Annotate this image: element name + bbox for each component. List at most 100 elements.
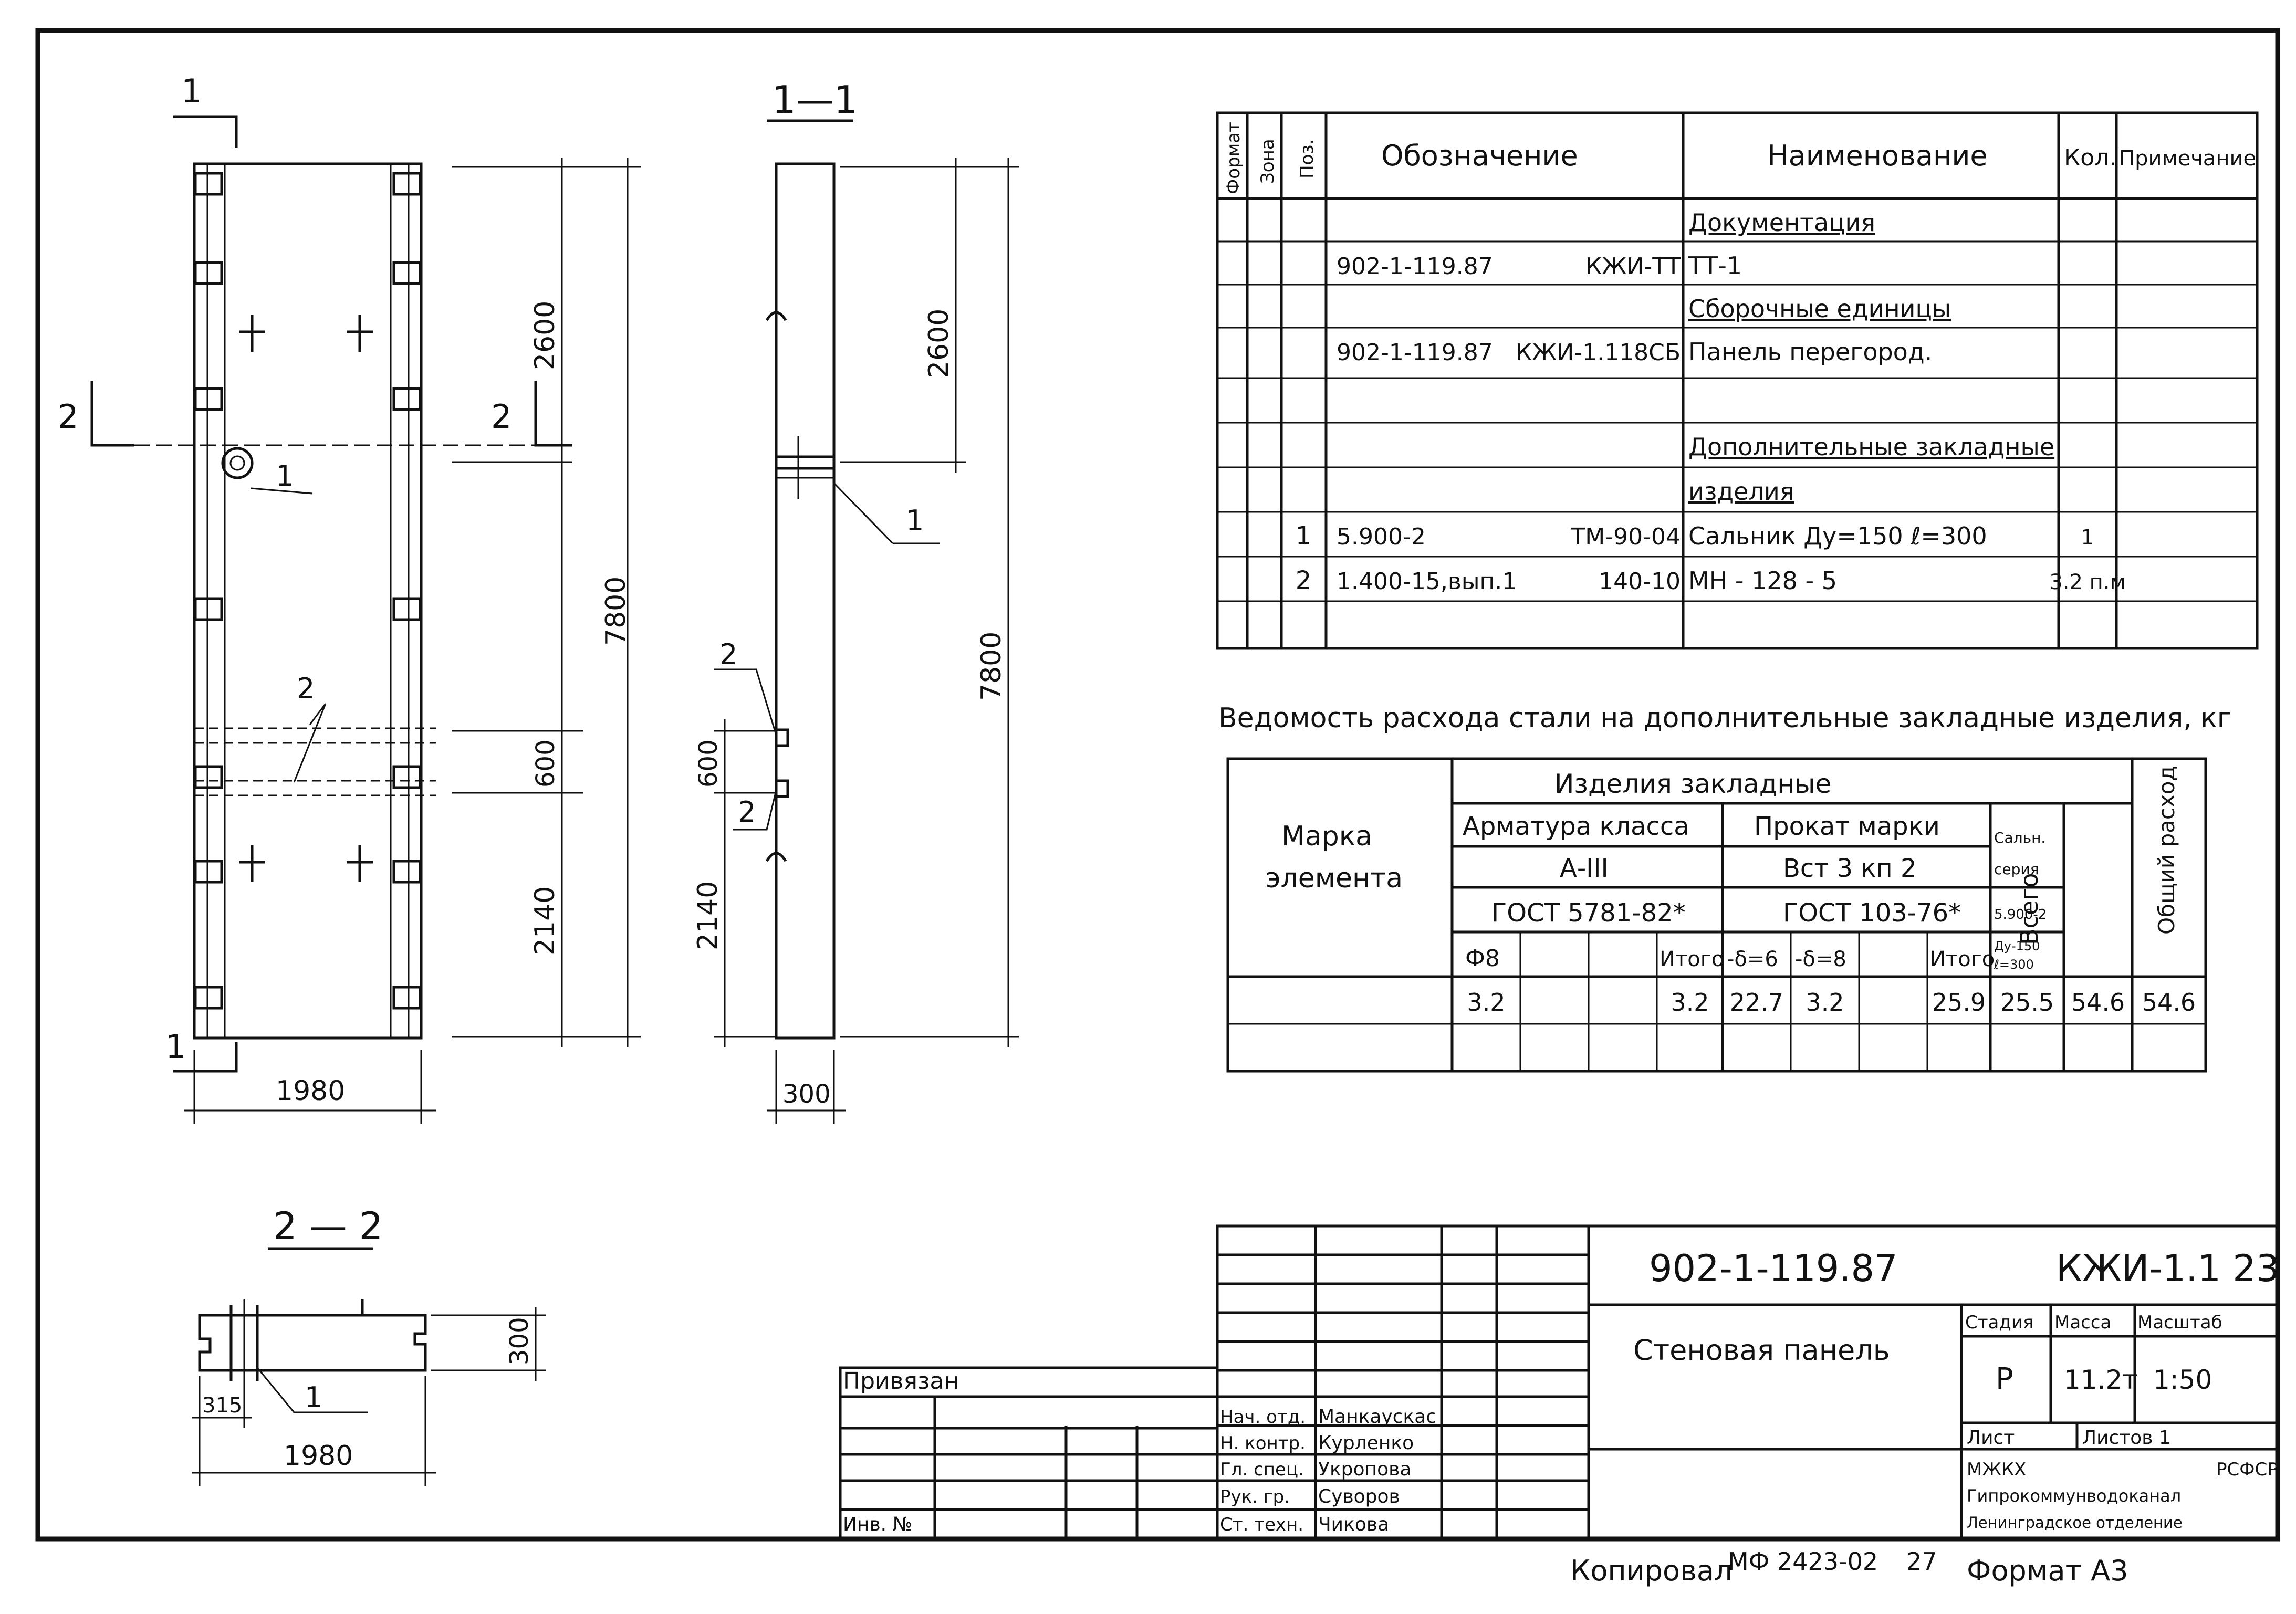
spec-h-note: Примечание [2119,146,2256,171]
steel-mark-2: элемента [1266,863,1403,894]
steel-rolled-mark: Прокат марки [1754,812,1940,841]
tb-sheets-label: Листов 1 [2082,1427,2171,1449]
steel-value-cell: 25.9 [1932,988,1986,1016]
cut-mark-bottom: 1 [165,1028,186,1066]
front-callout-1: 1 [276,459,294,492]
spec-designation: 1.400-15,вып.1 [1337,568,1517,595]
tb-sheet-code: КЖИ-1.1 23 [2056,1247,2279,1290]
spec-name: изделия [1688,477,1794,506]
signer-role: Ст. техн. [1220,1514,1303,1535]
spec-qty: 3.2 п.м [2049,570,2125,594]
steel-mark-1: Марка [1281,821,1372,852]
front-dim-mid: 600 [531,739,560,788]
spec-name: Документация [1688,208,1875,237]
front-view: 1 2 1 1 2 2 2600 7800 [58,72,641,1124]
spec-name: Сборочные единицы [1688,295,1951,323]
steel-rebar-gost: ГОСТ 5781-82* [1491,898,1686,928]
spec-code: ТМ-90-04 [1570,523,1681,550]
spec-h-format: Формат [1223,122,1244,194]
front-dim-bottom: 2140 [529,886,561,956]
cut-mark-top: 1 [181,72,202,110]
footer-num: 27 [1906,1547,1937,1576]
steel-value-cell: 22.7 [1730,988,1783,1016]
spec-name: МН - 128 - 5 [1688,567,1837,595]
tb-stage-label: Стадия [1965,1312,2033,1333]
steel-sub-itogo2: Итого [1930,947,1995,971]
steel-value-cell: 54.6 [2071,988,2125,1016]
steel-gland-3: 5.900-2 [1994,907,2047,923]
spec-h-qty: Кол. [2064,144,2116,171]
spec-qty: 1 [2081,526,2094,550]
front-dim-total: 7800 [600,577,632,646]
signer-name: Курленко [1318,1432,1414,1454]
steel-title: Ведомость расхода стали на дополнительны… [1218,703,2231,734]
tb-scale-label: Масштаб [2137,1312,2222,1333]
signer-role: Нач. отд. [1220,1407,1306,1428]
steel-gland-1: Сальн. [1994,829,2045,846]
steel-rolled-gost: ГОСТ 103-76* [1783,898,1961,928]
steel-value-cell: 25.5 [2000,988,2054,1016]
tb-inv-label: Инв. № [843,1514,912,1535]
steel-table: Ведомость расхода стали на дополнительны… [1218,703,2231,1073]
spec-name: Сальник Ду=150 ℓ=300 [1688,522,1987,550]
tb-title: Стеновая панель [1633,1334,1890,1367]
signer-name: Манкаускас [1318,1406,1436,1428]
steel-sub-itogo1: Итого [1660,947,1724,971]
tb-org-1b: РСФСР [2216,1459,2278,1480]
steel-value-cell: 3.2 [1806,988,1844,1016]
section-1-1-callout-1: 1 [906,504,924,537]
spec-h-zone: Зона [1257,139,1278,184]
tb-org-2: Гипрокоммунводоканал [1967,1486,2181,1506]
steel-sub-d8: -δ=8 [1795,947,1846,971]
section-1-1-dim-width: 300 [782,1080,831,1109]
tb-bound-label: Привязан [843,1368,959,1395]
spec-code: КЖИ-ТТ [1585,253,1681,280]
section-1-1-callout-2a: 2 [719,638,737,671]
tb-org-1: МЖКХ [1967,1459,2026,1480]
spec-name: Панель перегород. [1688,338,1932,366]
spec-designation: 902-1-119.87 [1337,339,1493,366]
tb-scale: 1:50 [2153,1365,2212,1395]
steel-sub-phi8: Ф8 [1465,945,1500,972]
title-block: Привязан Инв. № 902-1-119.87 КЖИ-1.1 23 … [839,1224,2279,1540]
steel-gland-2: серия [1994,861,2039,878]
steel-rolled-grade: Вст 3 кп 2 [1783,854,1917,883]
steel-rebar-grade: А-III [1560,854,1609,883]
spec-h-designation: Обозначение [1381,139,1578,172]
spec-designation: 902-1-119.87 [1337,253,1493,280]
section-1-1-title: 1—1 [772,78,858,122]
steel-rebar-class: Арматура класса [1463,812,1689,841]
front-callout-2: 2 [297,672,315,705]
signer-role: Гл. спец. [1220,1459,1304,1480]
signer-role: Н. контр. [1220,1433,1306,1454]
spec-pos: 1 [1296,521,1312,551]
spec-code: КЖИ-1.118СБ [1516,339,1681,366]
section-2-2: 2 — 2 1 300 315 1980 [192,1204,546,1486]
section-1-1-dim-mid: 600 [694,739,723,788]
section-1-1-dim-bottom: 2140 [692,881,724,950]
section-2-2-title: 2 — 2 [273,1204,383,1248]
tb-org-3: Ленинградское отделение [1967,1514,2183,1532]
tb-doc-code: 902-1-119.87 [1649,1247,1898,1290]
section-1-1-dim-top: 2600 [923,309,955,378]
tb-sheet-label: Лист [1967,1427,2015,1449]
steel-value-cell: 3.2 [1467,988,1505,1016]
cut-mark-right: 2 [491,397,512,436]
signer-name: Чикова [1318,1514,1389,1535]
signer-name: Суворов [1318,1486,1400,1507]
section-2-2-dim-offset: 315 [202,1393,242,1418]
front-dim-top: 2600 [529,301,561,370]
spec-name: Дополнительные закладные [1688,433,2054,461]
signer-name: Укропова [1318,1459,1411,1480]
cut-mark-left: 2 [58,397,78,436]
section-1-1-dim-total: 7800 [976,632,1007,701]
tb-stage: Р [1996,1362,2013,1396]
steel-value-cell: 54.6 [2142,988,2196,1016]
tb-mass: 11.2т [2064,1365,2137,1395]
steel-group: Изделия закладные [1554,769,1831,799]
footer-copied: Копировал [1570,1554,1733,1587]
spec-pos: 2 [1296,566,1312,595]
steel-gland-4: Ду-150 [1994,939,2040,953]
steel-total: Всего [2015,873,2043,945]
spec-name: ТТ-1 [1688,251,1742,280]
